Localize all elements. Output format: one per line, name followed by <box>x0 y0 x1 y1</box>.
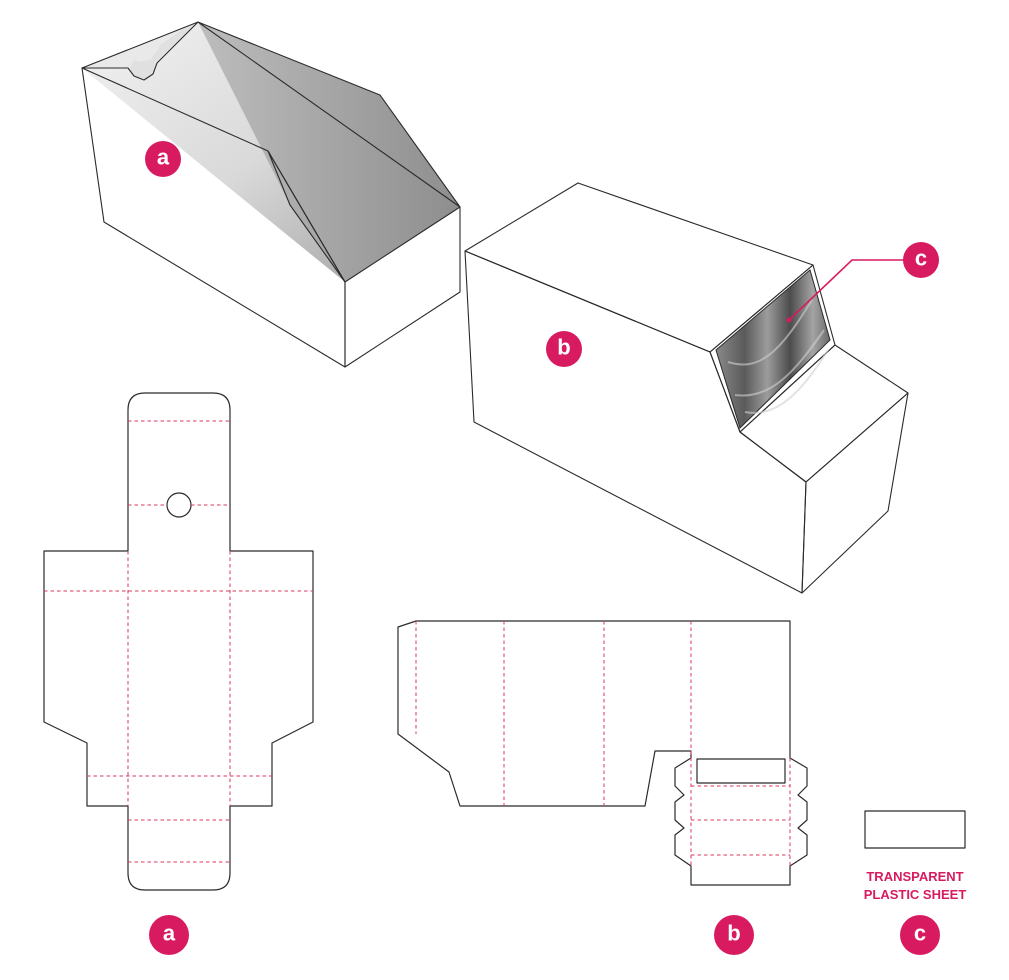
badge-c-top: c <box>903 242 939 278</box>
dieline-b <box>397 620 808 886</box>
badge-b-bottom: b <box>714 915 754 955</box>
badge-b-top: b <box>546 331 582 367</box>
svg-text:c: c <box>914 921 926 946</box>
plastic-sheet-c: TRANSPARENT PLASTIC SHEET <box>864 810 967 902</box>
plastic-sheet-label-line1: TRANSPARENT <box>866 869 963 884</box>
svg-text:a: a <box>163 921 176 946</box>
box-a-thumb-notch <box>82 22 198 79</box>
svg-text:c: c <box>915 246 927 271</box>
svg-text:b: b <box>557 335 570 360</box>
thumb-hole <box>166 492 192 518</box>
badge-a-bottom: a <box>149 915 189 955</box>
dieline-a <box>43 392 314 891</box>
svg-text:a: a <box>157 145 170 170</box>
box-a-inner-back <box>198 22 460 282</box>
window-cutout <box>696 758 786 784</box>
badge-c-bottom: c <box>900 915 940 955</box>
box-b-end-panel <box>801 392 909 594</box>
box-a-side-panel <box>344 206 461 368</box>
callout-c <box>786 259 905 323</box>
box-b-window <box>715 269 831 429</box>
svg-text:b: b <box>727 921 740 946</box>
box-b-3d <box>464 182 909 594</box>
plastic-sheet-label-line2: PLASTIC SHEET <box>864 887 967 902</box>
box-a-3d <box>81 21 461 368</box>
dieline-a-outline <box>43 392 314 891</box>
badge-a-top: a <box>145 141 181 177</box>
box-b-front-panel <box>464 250 807 594</box>
dieline-b-outline <box>397 620 808 886</box>
box-a-rim <box>82 22 198 74</box>
plastic-sheet-rect <box>864 810 966 849</box>
